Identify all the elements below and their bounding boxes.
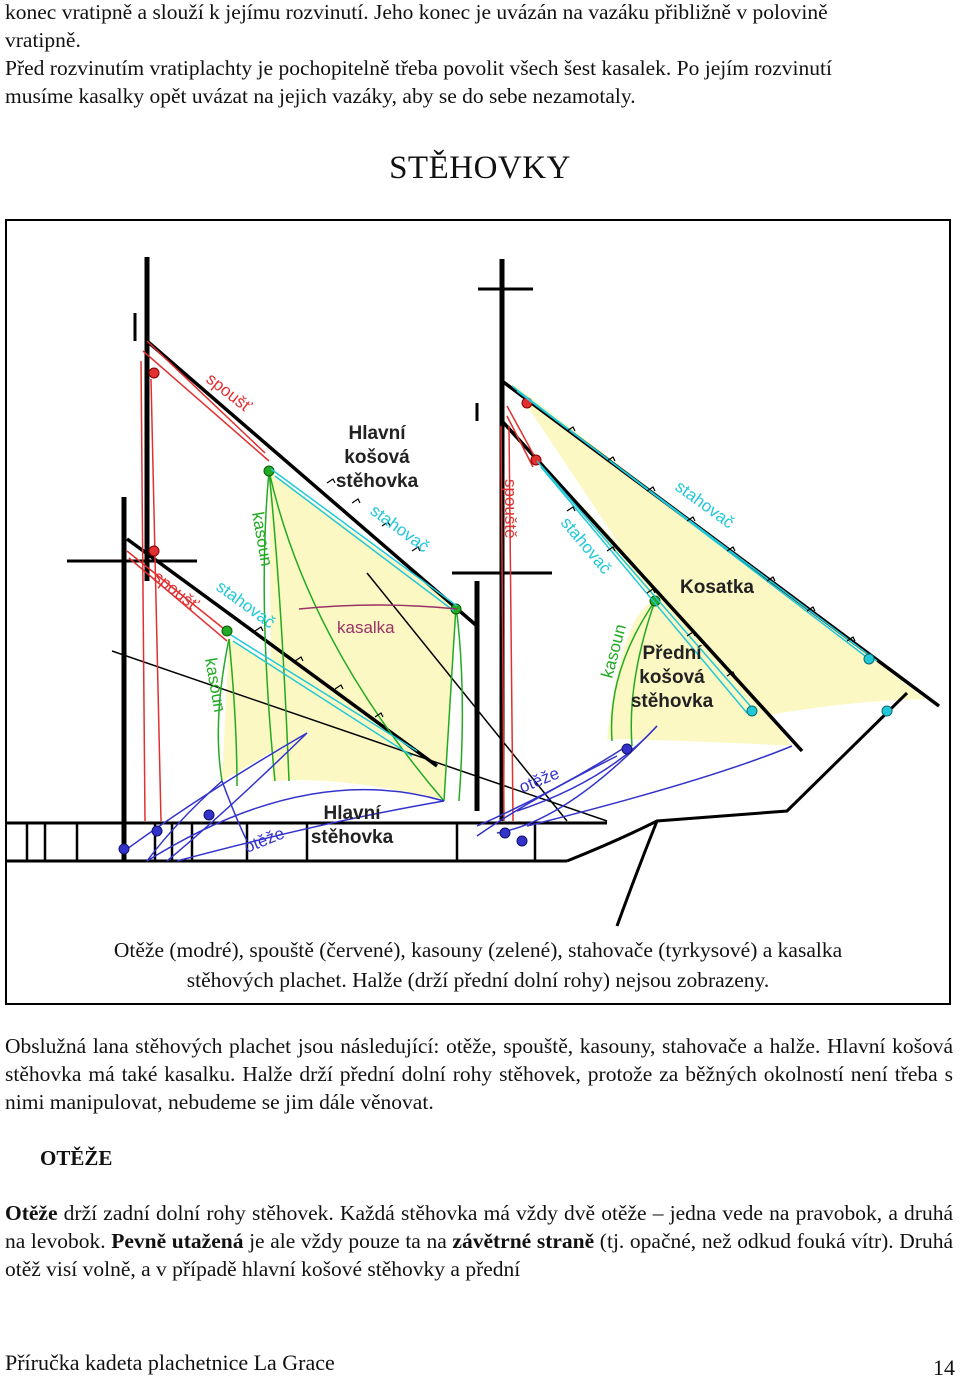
rigging-diagram: spoušť spoušť spouště kasoun kasoun kaso… (7, 257, 941, 927)
paragraph-otez-text-2: je ale vždy pouze ta na (243, 1229, 453, 1253)
paragraph-lines-overview: Obslužná lana stěhových plachet jsou nás… (5, 1034, 953, 1114)
intro-paragraph: konec vratipně a slouží k jejímu rozvinu… (5, 0, 953, 110)
label-kosatka: Kosatka (680, 577, 754, 598)
paragraph-otez: Otěže drží zadní dolní rohy stěhovek. Ka… (5, 1199, 953, 1283)
label-stahovac-1: stahovač (367, 501, 434, 557)
paragraph-otez-text-3: (tj. opačné, než odkud fouká vítr). Druh… (5, 1229, 954, 1281)
label-predni-1: Přední (642, 643, 702, 664)
term-otez: Otěže (5, 1201, 58, 1225)
label-hlavni-kosova-3: stěhovka (336, 471, 419, 492)
intro-line-1: konec vratipně a slouží k jejímu rozvinu… (5, 0, 828, 24)
label-predni-3: stěhovka (631, 691, 714, 712)
paragraph-otez-text-1: drží zadní dolní rohy stěhovek. Každá st… (5, 1201, 953, 1253)
page-number: 14 (933, 1355, 955, 1380)
sail-kosatka (512, 383, 925, 721)
label-hlavni-kosova-2: košová (344, 447, 410, 468)
label-kasoun-2: kasoun (201, 656, 229, 713)
label-hlavni-2: stěhovka (311, 827, 394, 848)
caption-line-2: stěhových plachet. Halže (drží přední do… (186, 968, 770, 992)
figure-caption: Otěže (modré), spouště (červené), kasoun… (7, 935, 949, 995)
stay-4 (500, 419, 804, 753)
intro-line-4: musíme kasalky opět uvázat na jejich vaz… (5, 84, 636, 108)
label-otez-2: otěže (516, 764, 562, 797)
label-predni-2: košová (639, 667, 705, 688)
stay-1 (145, 339, 479, 628)
term-pevne-utazena: Pevně utažená (111, 1229, 244, 1253)
stay-2 (125, 537, 439, 768)
rigging-figure: spoušť spoušť spouště kasoun kasoun kaso… (5, 219, 951, 1005)
label-hlavni-kosova-1: Hlavní (348, 423, 406, 444)
sail-hlavni (222, 639, 437, 799)
hull-cutwater (615, 820, 659, 927)
kasalka-line (298, 604, 458, 610)
term-zavetrne-strane: závětrné straně (452, 1229, 595, 1253)
footer-title: Příručka kadeta plachetnice La Grace (5, 1350, 335, 1375)
intro-line-2: vratipně. (5, 28, 81, 52)
intro-line-3: Před rozvinutím vratiplachty je pochopit… (5, 56, 832, 80)
label-kasalka: kasalka (337, 618, 395, 637)
label-hlavni-1: Hlavní (323, 803, 381, 824)
caption-line-1: Otěže (modré), spouště (červené), kasoun… (113, 938, 843, 962)
label-spouste: spouště (501, 479, 520, 539)
heading-otez: OTĚŽE (40, 1146, 113, 1170)
section-title: STĚHOVKY (389, 150, 571, 186)
